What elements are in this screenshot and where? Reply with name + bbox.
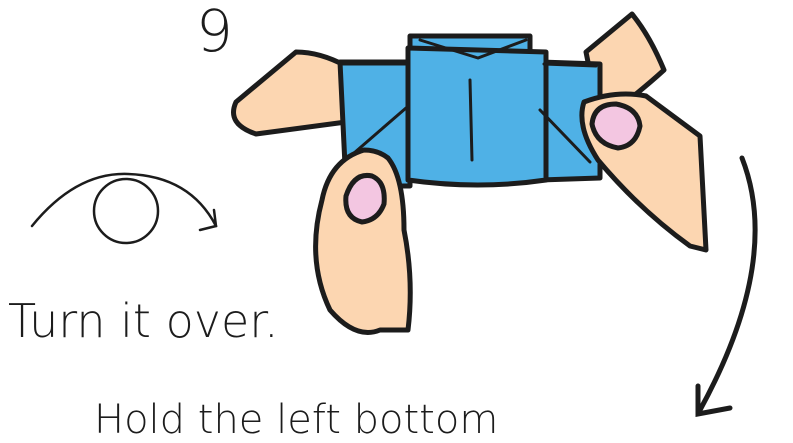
right-thumbnail <box>592 104 640 148</box>
cutoff-instruction-text: Hold the left bottom <box>94 398 498 442</box>
left-thumbnail <box>346 175 384 222</box>
next-step-arrow-icon <box>698 158 755 414</box>
left-back-finger <box>234 52 347 134</box>
instruction-text: Turn it over. <box>8 296 279 347</box>
turn-over-icon <box>32 174 216 243</box>
fold-illustration <box>0 0 793 418</box>
